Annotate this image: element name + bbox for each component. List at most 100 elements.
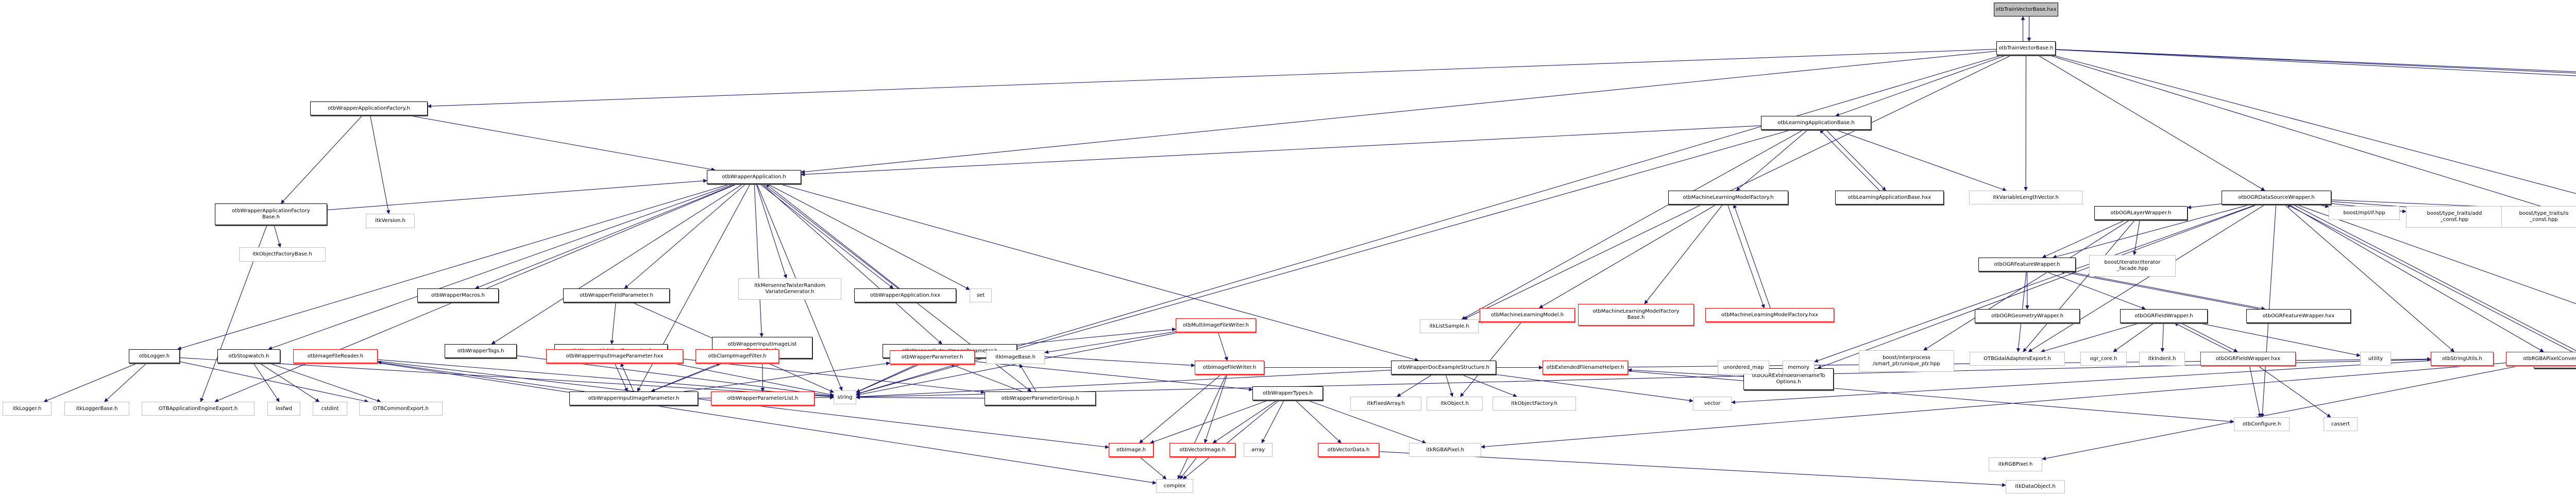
node-otbtrainvectorbase-hxx[interactable]: otbTrainVectorBase.hxx [1994, 3, 2058, 16]
node-otbcommonexport-h: OTBCommonExport.h [359, 402, 443, 416]
edge-n11-n70 [2284, 204, 2455, 352]
node-otbwrapperfieldparameter-h[interactable]: otbWrapperFieldParameter.h [563, 288, 670, 302]
node-otbimagefilewriter-h[interactable]: otbImageFileWriter.h [1195, 361, 1264, 374]
node-otbogrdatasourcewrapper-h[interactable]: otbOGRDataSourceWrapper.h [2222, 191, 2331, 204]
edge-n7-n8 [1736, 129, 1808, 191]
node-itkindent-h: itkIndent.h [2139, 352, 2185, 366]
node-otbogrfieldwrapper-hxx[interactable]: otbOGRFieldWrapper.hxx [2200, 352, 2296, 366]
node-otbwrapperapplication-hxx[interactable]: otbWrapperApplication.hxx [854, 288, 956, 302]
edge-n1-n12 [2055, 49, 2576, 76]
edge-n20-n25 [610, 302, 616, 345]
node-boost-type-traits-add-const-hpp: boost/type_traits/add _const.hpp [2406, 206, 2503, 228]
node-iosfwd: iosfwd [267, 402, 300, 416]
node-otbogrfieldwrapper-h[interactable]: otbOGRFieldWrapper.h [2120, 309, 2208, 323]
edge-n40-n45 [2066, 271, 2266, 311]
node-itkobject-h: itkObject.h [1427, 397, 1483, 411]
node-otbextendedfilenamehelper-h[interactable]: otbExtendedFilenameHelper.h [1543, 361, 1628, 374]
node-otbclampimagefilter-h[interactable]: otbClampImageFilter.h [696, 349, 779, 363]
node-cassert: cassert [2324, 417, 2358, 431]
node-otbwrapperinputimageparameter-hxx[interactable]: otbWrapperInputImageParameter.hxx [546, 349, 683, 363]
edge-n54-n28 [614, 363, 628, 392]
node-otbogrgeometrywrapper-h[interactable]: otbOGRGeometryWrapper.h [1975, 309, 2080, 323]
node-otbtrainvectorbase-h[interactable]: otbTrainVectorBase.h [1996, 41, 2056, 55]
node-boost-iterator-iterator-facade-hpp: boost/iterator/iterator _facade.hpp [2089, 255, 2176, 277]
node-otbmachinelearningmodelfactory-hxx[interactable]: otbMachineLearningModelFactory.hxx [1705, 308, 1834, 322]
edge-n7-n6 [801, 125, 1761, 177]
edge-n3-n5 [274, 225, 281, 248]
edge-n6-n20 [624, 183, 747, 289]
node-itkmersennetwisterrandomvariategenerator-h: itkMersenneTwisterRandom VariateGenerato… [738, 278, 841, 300]
edge-n53-n98 [377, 362, 1157, 485]
node-itkrgbpixel-h: itkRGBPixel.h [1989, 457, 2042, 471]
edge-n11-n42 [1817, 204, 2258, 369]
edge-n51-n82 [179, 357, 834, 399]
edge-n7-n34 [1461, 129, 1804, 320]
edge-n2-n4 [370, 115, 391, 214]
edge-n44-n68 [2180, 322, 2238, 352]
node-array: array [1244, 443, 1273, 457]
node-otbwrapperparameterlist-h[interactable]: otbWrapperParameterList.h [711, 391, 815, 405]
edge-n83-n92 [1150, 400, 1269, 444]
node-otbwrappermacros-h[interactable]: otbWrapperMacros.h [417, 288, 499, 302]
edge-n1-n47 [2048, 55, 2576, 217]
node-otbwrapperparameter-h[interactable]: otbWrapperParameter.h [890, 350, 975, 364]
node-otbogrfeaturewrapper-hxx[interactable]: otbOGRFeatureWrapper.hxx [2246, 309, 2351, 323]
node-otbwrapperinputimageparameter-h[interactable]: otbWrapperInputImageParameter.h [569, 391, 698, 405]
edge-n52-n80 [259, 363, 320, 402]
edge-n60-n86 [1461, 374, 1517, 398]
edge-n1-n7 [1835, 55, 2007, 117]
node-otbimagefilereader-h[interactable]: otbImageFileReader.h [293, 349, 378, 363]
node-otblogger-h[interactable]: otbLogger.h [129, 349, 180, 363]
edge-n70-n82 [856, 359, 2431, 399]
edge-n30-n57 [1019, 364, 1037, 392]
edge-n6-n23 [767, 183, 970, 290]
node-itkobjectfactory-h: itkObjectFactory.h [1493, 397, 1576, 411]
edge-n1-n13 [2055, 49, 2576, 74]
edge-n28-n53 [377, 361, 585, 392]
edge-n93-n98 [1179, 456, 1198, 480]
node-otbmachinelearningmodelfactory-h[interactable]: otbMachineLearningModelFactory.h [1668, 191, 1788, 204]
edge-n6-n51 [177, 183, 731, 350]
node-otblearningapplicationbase-hxx[interactable]: otbLearningApplicationBase.hxx [1835, 191, 1944, 204]
edge-n11-n71 [2288, 204, 2544, 352]
edge-n60-n84 [1396, 374, 1433, 397]
node-otbapplicationengineexport-h: OTBApplicationEngineExport.h [142, 402, 255, 416]
edge-n8-n33 [1727, 204, 1765, 309]
node-otbrgbapixelconverter-h[interactable]: otbRGBAPixelConverter.h [2506, 352, 2576, 366]
node-otblearningapplicationbase-h[interactable]: otbLearningApplicationBase.h [1761, 116, 1871, 130]
edge-n83-n93 [1212, 400, 1278, 443]
node-otbstopwatch-h[interactable]: otbStopwatch.h [217, 349, 280, 363]
edge-n3-n6 [327, 179, 707, 211]
node-otbwrappertags-h[interactable]: otbWrapperTags.h [445, 344, 517, 358]
edge-n7-n10 [1835, 129, 2007, 192]
node-otbwrapperapplicationfactory-h[interactable]: otbWrapperApplicationFactory.h [310, 101, 428, 115]
edge-n44-n65 [2041, 322, 2140, 353]
node-vector: vector [1693, 397, 1732, 411]
edge-n33-n8 [1733, 204, 1771, 309]
edge-n1-n82 [856, 55, 2003, 395]
node-otbvectordata-h[interactable]: otbVectorData.h [1318, 443, 1379, 457]
node-otbogrfeaturewrapper-h[interactable]: otbOGRFeatureWrapper.h [1978, 258, 2076, 271]
node-itkimagebase-h: itkImageBase.h [986, 350, 1045, 364]
node-otbstringutils-h[interactable]: otbStringUtils.h [2431, 352, 2494, 366]
edge-n35-n41 [2132, 219, 2140, 255]
edge-n2-n6 [408, 115, 716, 172]
node-otbimage-h[interactable]: otbImage.h [1109, 443, 1154, 457]
node-otbwrapperdocexamplestructure-h[interactable]: otbWrapperDocExampleStructure.h [1391, 361, 1496, 374]
node-otbwrapperapplication-h[interactable]: otbWrapperApplication.h [707, 170, 801, 184]
edge-n6-n24 [491, 183, 743, 345]
edge-n59-n93 [1204, 374, 1228, 443]
node-boost-interprocess-smart-ptr-unique-ptr-hpp: boost/interprocess /smart_ptr/unique_ptr… [1859, 350, 1954, 372]
edge-n46-n11 [2286, 204, 2576, 354]
node-otbmultiimagefilewriter-h[interactable]: otbMultiImageFileWriter.h [1176, 318, 1256, 332]
node-otbvectorimage-h[interactable]: otbVectorImage.h [1170, 443, 1235, 457]
node-otbwrapperapplicationfactorybase-h[interactable]: otbWrapperApplicationFactory Base.h [215, 203, 327, 225]
node-otbogrlayerwrapper-h[interactable]: otbOGRLayerWrapper.h [2094, 206, 2188, 220]
node-otbwrapperparametergroup-h[interactable]: otbWrapperParameterGroup.h [985, 391, 1096, 405]
node-otbwrappertypes-h[interactable]: otbWrapperTypes.h [1252, 386, 1323, 400]
node-otbmachinelearningmodelfactorybase-h[interactable]: otbMachineLearningModelFactory Base.h [1578, 304, 1694, 326]
edge-n61-n88 [1628, 370, 2234, 424]
node-otbmachinelearningmodel-h[interactable]: otbMachineLearningModel.h [1480, 308, 1575, 322]
edge-n11-n40 [2053, 204, 2251, 259]
